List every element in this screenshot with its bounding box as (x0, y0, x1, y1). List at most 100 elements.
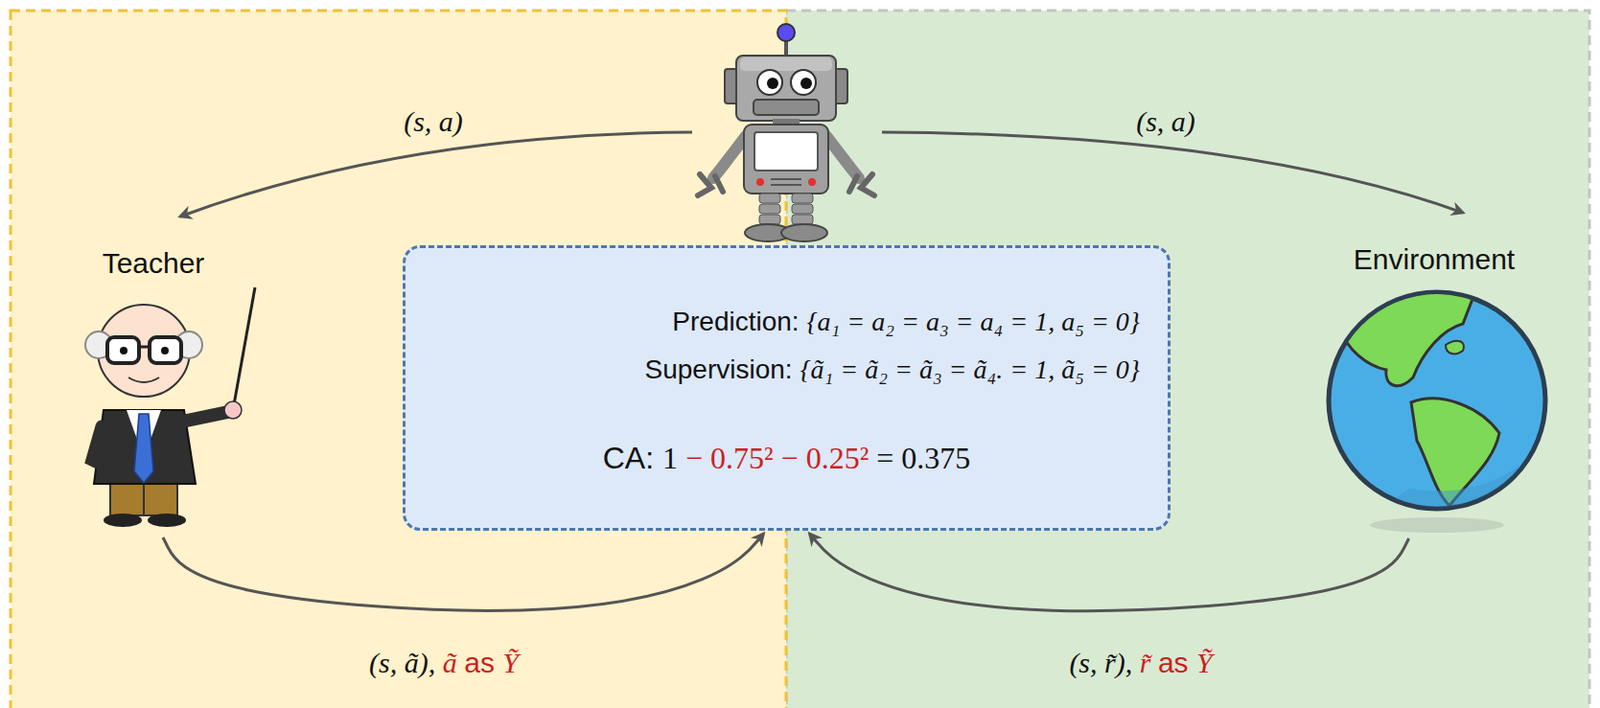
text-run: a) (439, 105, 464, 138)
text-run (839, 306, 847, 337)
text-run: = (876, 440, 894, 476)
environment-panel (786, 10, 1590, 708)
text-run: ã), (404, 647, 437, 679)
text-run: Ỹ (502, 647, 519, 679)
text-run: = (949, 354, 968, 385)
text-run: a₂ (871, 306, 895, 337)
text-run (653, 440, 663, 476)
text-run (887, 354, 895, 385)
text-run (1002, 306, 1010, 337)
actor-node: Environment (1319, 233, 1550, 534)
text-run: 0.75² (710, 440, 774, 476)
text-run: ã₃ (919, 354, 943, 385)
text-run: 0.25² (806, 440, 870, 476)
edge-label: (s, r̃), r̃ as Ỹ (1068, 647, 1212, 680)
formula-line: CA: 1 − 0.75² − 0.25² = 0.375 (433, 440, 1140, 478)
text-run: 0.375 (901, 440, 971, 476)
text-run (1163, 105, 1172, 138)
node-heading: Teacher (57, 245, 250, 281)
text-run (1002, 354, 1010, 385)
result-box: Prediction: {a₁ = a₂ = a₃ = a₄ = 1, a₅ =… (402, 245, 1171, 532)
text-run: (s, (369, 647, 397, 679)
text-run: ã (442, 647, 458, 679)
text-run (1054, 306, 1062, 337)
text-run (792, 354, 801, 385)
text-run: 1, (1034, 354, 1055, 385)
query-arrow (180, 132, 693, 217)
text-run: = (839, 354, 858, 385)
text-run: Environment (1353, 243, 1515, 276)
text-run: Ỹ (1196, 647, 1213, 679)
text-run: 1 (662, 440, 678, 476)
text-run: (s, (1136, 105, 1164, 138)
text-run: a) (1171, 105, 1196, 138)
text-run (457, 647, 465, 679)
text-run: as (1158, 647, 1189, 679)
text-run (912, 354, 920, 385)
text-run: ã₂ (864, 354, 888, 385)
text-run (431, 105, 440, 138)
text-run (1150, 647, 1159, 679)
text-run (1027, 354, 1035, 385)
text-run (949, 306, 956, 337)
text-run: Prediction: (672, 306, 799, 337)
text-run (799, 306, 808, 337)
text-run (893, 440, 902, 476)
text-run (435, 647, 443, 679)
text-run (677, 440, 686, 476)
formula-line: Prediction: {a₁ = a₂ = a₃ = a₄ = 1, a₅ =… (433, 305, 1140, 339)
text-run: {a₁ (806, 306, 840, 337)
text-run (494, 647, 503, 679)
text-run (833, 354, 840, 385)
text-run: a₃ (926, 306, 950, 337)
text-run: {ã₁ (799, 354, 834, 385)
node-heading: Environment (1319, 241, 1550, 278)
text-run: a₄ (980, 306, 1004, 337)
edge-label: (s, a) (1136, 105, 1196, 139)
text-run: CA: (602, 440, 654, 476)
text-run (1109, 306, 1116, 337)
text-run (1097, 647, 1106, 679)
text-run: (s, (1068, 647, 1097, 679)
text-run: 0} (1115, 354, 1140, 385)
formula-line: Supervision: {ã₁ = ã₂ = ã₃ = ã₄. = 1, ã₅… (433, 353, 1140, 387)
text-run (1132, 647, 1140, 679)
text-run: = (955, 306, 974, 337)
text-run (973, 306, 981, 337)
text-run (1084, 354, 1091, 385)
text-run: Teacher (102, 247, 206, 279)
text-run (967, 354, 974, 385)
text-run (942, 354, 950, 385)
text-run: Supervision: (645, 354, 793, 385)
teacher-illustration (85, 287, 256, 528)
feedback-arrow (810, 533, 1410, 612)
text-run: a₅ (1061, 306, 1085, 337)
text-run: = (1090, 354, 1110, 385)
text-run: ã₄. (973, 354, 1004, 385)
robot-illustration (697, 23, 875, 242)
text-run (868, 440, 877, 476)
text-run: − (685, 440, 703, 476)
text-run: 0} (1115, 306, 1140, 337)
text-run: − (781, 440, 799, 476)
edge-label: (s, a) (403, 105, 464, 139)
text-run: = (901, 306, 920, 337)
globe-illustration (1328, 292, 1554, 537)
text-run (1109, 354, 1116, 385)
feedback-arrow (162, 533, 764, 611)
text-run: = (1009, 354, 1028, 385)
text-run (894, 306, 902, 337)
text-run: r̃ (1139, 647, 1152, 679)
text-run: = (1090, 306, 1110, 337)
text-run: ã₅ (1061, 354, 1085, 385)
edge-label: (s, ã), ã as Ỹ (369, 647, 519, 680)
text-run (702, 440, 711, 476)
text-run (396, 647, 405, 679)
text-run: = (846, 306, 865, 337)
text-run (1054, 354, 1062, 385)
text-run (1027, 306, 1035, 337)
actor-node: Teacher (57, 239, 250, 533)
text-run (1188, 647, 1197, 679)
text-run (857, 354, 865, 385)
